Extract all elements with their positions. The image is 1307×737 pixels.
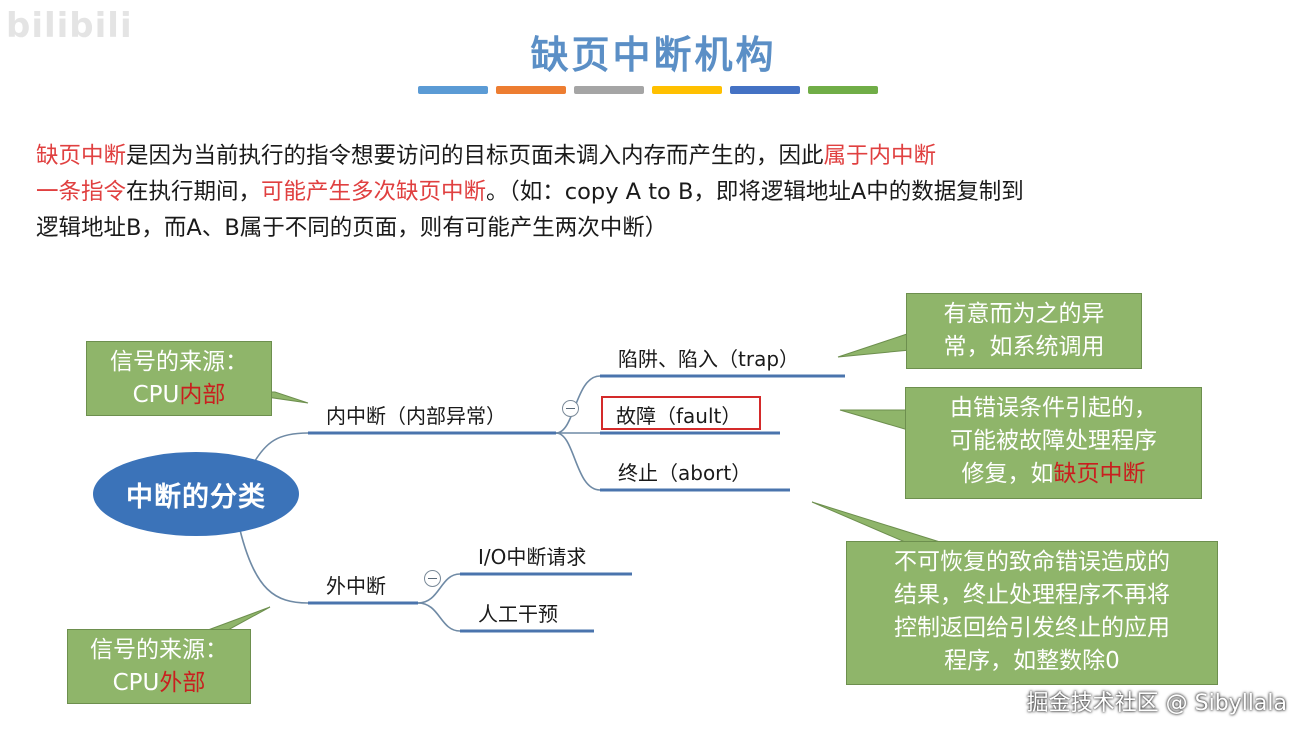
title-bar — [574, 86, 644, 94]
callout-text: 常，如系统调用 — [943, 334, 1105, 360]
highlight-text: 可能产生多次缺页中断 — [261, 179, 487, 205]
callout-text: CPU内部 — [95, 379, 263, 412]
callout-text: CPU外部 — [76, 667, 242, 700]
edge-center-external — [239, 529, 309, 604]
callout-highlight: 缺页中断 — [1053, 461, 1146, 487]
bilibili-watermark: bilibili — [6, 6, 133, 46]
callout-abort: 不可恢复的致命错误造成的 结果，终止处理程序不再将 控制返回给引发终止的应用 程… — [846, 541, 1218, 685]
highlight-text: 缺页中断 — [36, 143, 127, 169]
callout-text: 可能被故障处理程序 — [950, 428, 1157, 454]
callout-text: 控制返回给引发终止的应用 — [894, 615, 1170, 641]
node-abort: 终止（abort） — [618, 461, 752, 485]
callout-pointer-abort — [811, 501, 941, 543]
callout-text: 不可恢复的致命错误造成的 — [894, 549, 1170, 575]
callout-highlight: 外部 — [159, 670, 206, 696]
callout-text: CPU — [112, 670, 160, 696]
title-bar — [808, 86, 878, 94]
node-fault: 故障（fault） — [616, 404, 742, 428]
highlight-text: 一条指令 — [36, 179, 127, 205]
callout-text: 信号的来源： — [90, 637, 228, 663]
callout-text: 修复，如 — [961, 461, 1054, 487]
page-title: 缺页中断机构 — [530, 33, 777, 77]
node-internal-interrupt: 内中断（内部异常） — [326, 404, 506, 428]
body-text: 。（如：copy A to B，即将逻辑地址A中的数据复制到 — [486, 179, 1024, 205]
callout-pointer-trap — [837, 332, 911, 358]
collapse-minus-icon[interactable] — [562, 400, 579, 417]
paragraph-line-1: 缺页中断是因为当前执行的指令想要访问的目标页面未调入内存而产生的，因此属于内中断 — [36, 138, 1286, 174]
highlight-text: 属于内中断 — [823, 143, 937, 169]
center-node: 中断的分类 — [93, 452, 299, 536]
callout-text: 由错误条件引起的， — [950, 395, 1157, 421]
edge-external-manual — [417, 602, 461, 632]
title-bar — [418, 86, 488, 94]
title-bar — [652, 86, 722, 94]
node-external-interrupt: 外中断 — [326, 574, 386, 598]
callout-text: 结果，终止处理程序不再将 — [894, 582, 1170, 608]
callout-pointer-fault — [839, 409, 909, 431]
callout-trap: 有意而为之的异 常，如系统调用 — [906, 293, 1142, 369]
callout-text: 程序，如整数除0 — [944, 648, 1120, 674]
edge-external-io — [417, 573, 461, 604]
callout-internal-source: 信号的来源： CPU内部 — [86, 341, 272, 416]
callout-fault: 由错误条件引起的， 可能被故障处理程序 修复，如缺页中断 — [905, 387, 1202, 499]
juejin-watermark: 掘金技术社区 @ Sibyllala — [1026, 691, 1287, 716]
node-manual-intervention: 人工干预 — [478, 602, 558, 626]
fault-highlight-box — [601, 396, 761, 430]
edge-internal-abort — [555, 432, 601, 491]
body-text: 是因为当前执行的指令想要访问的目标页面未调入内存而产生的，因此 — [126, 143, 824, 169]
callout-external-source: 信号的来源： CPU外部 — [67, 629, 251, 704]
callout-text: 有意而为之的异 — [943, 301, 1105, 327]
title-color-bars — [418, 86, 878, 94]
node-trap: 陷阱、陷入（trap） — [618, 347, 800, 371]
paragraph-line-2: 一条指令在执行期间，可能产生多次缺页中断。（如：copy A to B，即将逻辑… — [36, 174, 1286, 210]
description-paragraph: 缺页中断是因为当前执行的指令想要访问的目标页面未调入内存而产生的，因此属于内中断… — [36, 138, 1286, 246]
node-io-request: I/O中断请求 — [478, 545, 587, 569]
collapse-minus-icon[interactable] — [424, 570, 441, 587]
callout-highlight: 内部 — [179, 382, 226, 408]
callout-text: 信号的来源： — [110, 349, 248, 375]
callout-pointer-external — [207, 606, 271, 631]
body-text: 在执行期间， — [126, 179, 262, 205]
callout-text: 修复，如缺页中断 — [914, 458, 1193, 491]
title-bar — [496, 86, 566, 94]
title-bar — [730, 86, 800, 94]
paragraph-line-3: 逻辑地址B，而A、B属于不同的页面，则有可能产生两次中断） — [36, 215, 668, 241]
callout-text: CPU — [132, 382, 180, 408]
